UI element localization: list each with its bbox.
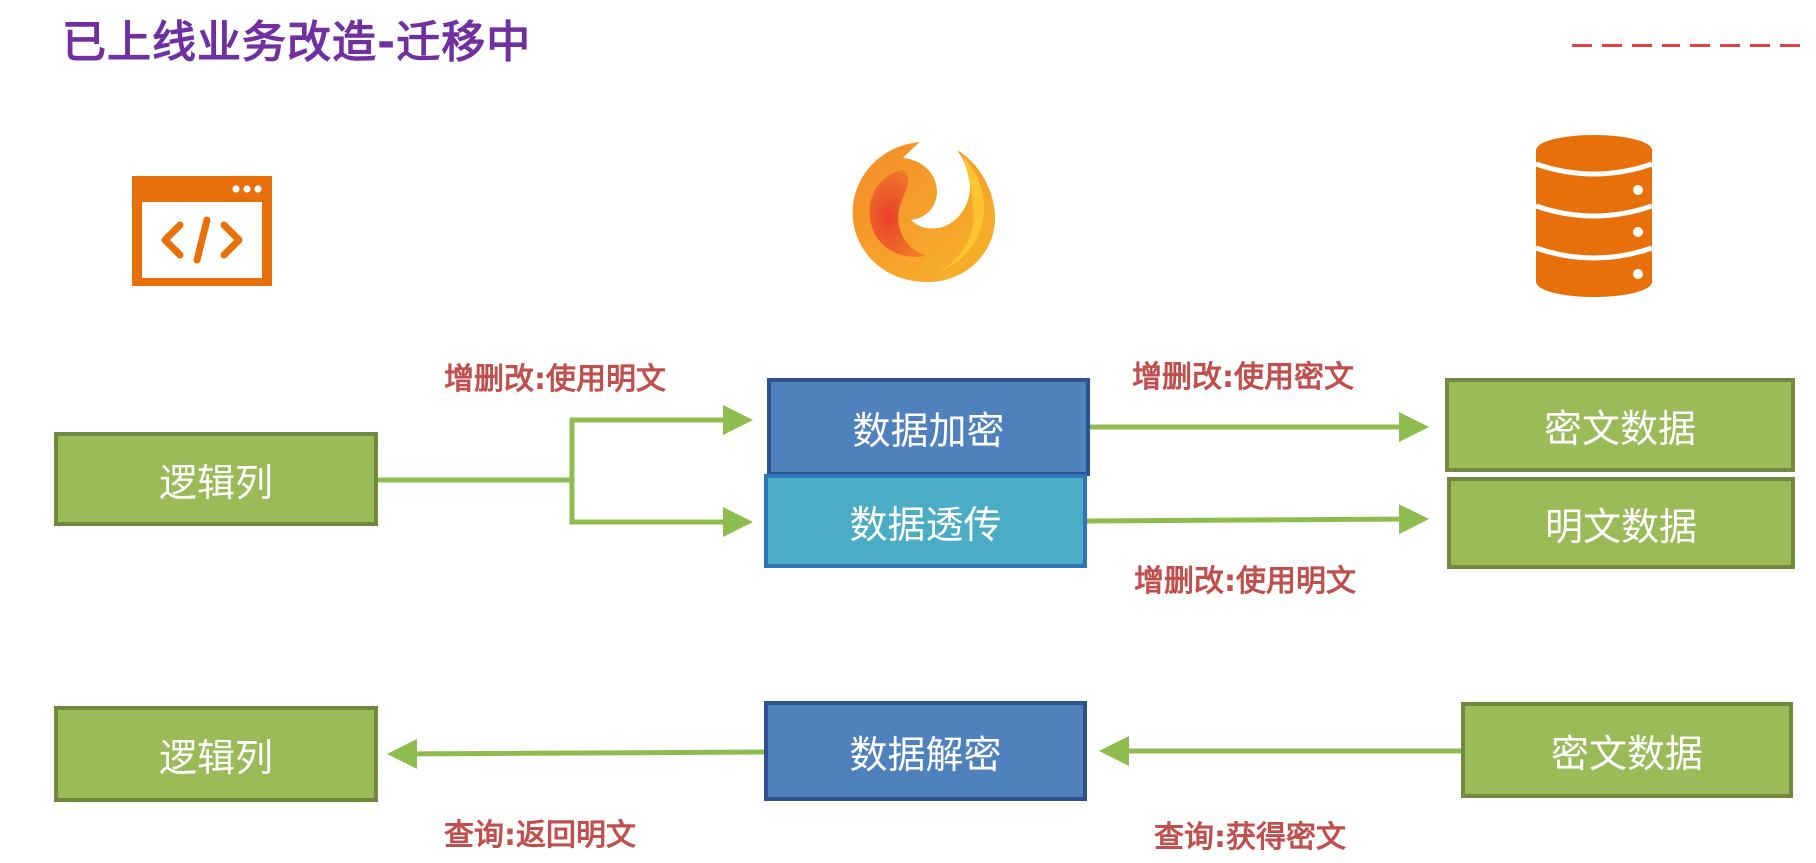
label-crud-plain-right: 增删改:使用明文: [1134, 564, 1356, 599]
label-crud-cipher: 增删改:使用密文: [1132, 360, 1354, 395]
arrow-decrypt-to-logic: [387, 738, 769, 769]
arrow-to-encrypt: [569, 405, 753, 480]
code-window-icon: [132, 176, 272, 286]
logic-column-box-bottom: 逻辑列: [54, 706, 378, 802]
arrow-passthrough-to-plain: [1085, 504, 1429, 535]
arrow-to-passthrough: [569, 480, 753, 537]
page-title: 已上线业务改造-迁移中: [62, 17, 532, 68]
flame-logo-icon: [852, 142, 996, 283]
logic-column-box-top: 逻辑列: [54, 432, 378, 526]
cipher-data-box-top: 密文数据: [1445, 378, 1795, 472]
label-crud-plain-left: 增删改:使用明文: [444, 362, 666, 397]
database-icon: [1535, 135, 1653, 297]
label-query-return-plain: 查询:返回明文: [444, 818, 636, 853]
data-decrypt-box: 数据解密: [764, 701, 1087, 801]
plain-data-box: 明文数据: [1447, 477, 1795, 569]
data-passthrough-box: 数据透传: [764, 474, 1087, 568]
data-encrypt-box: 数据加密: [767, 378, 1090, 476]
label-query-get-cipher: 查询:获得密文: [1154, 820, 1346, 855]
cipher-data-box-bottom: 密文数据: [1461, 702, 1793, 798]
